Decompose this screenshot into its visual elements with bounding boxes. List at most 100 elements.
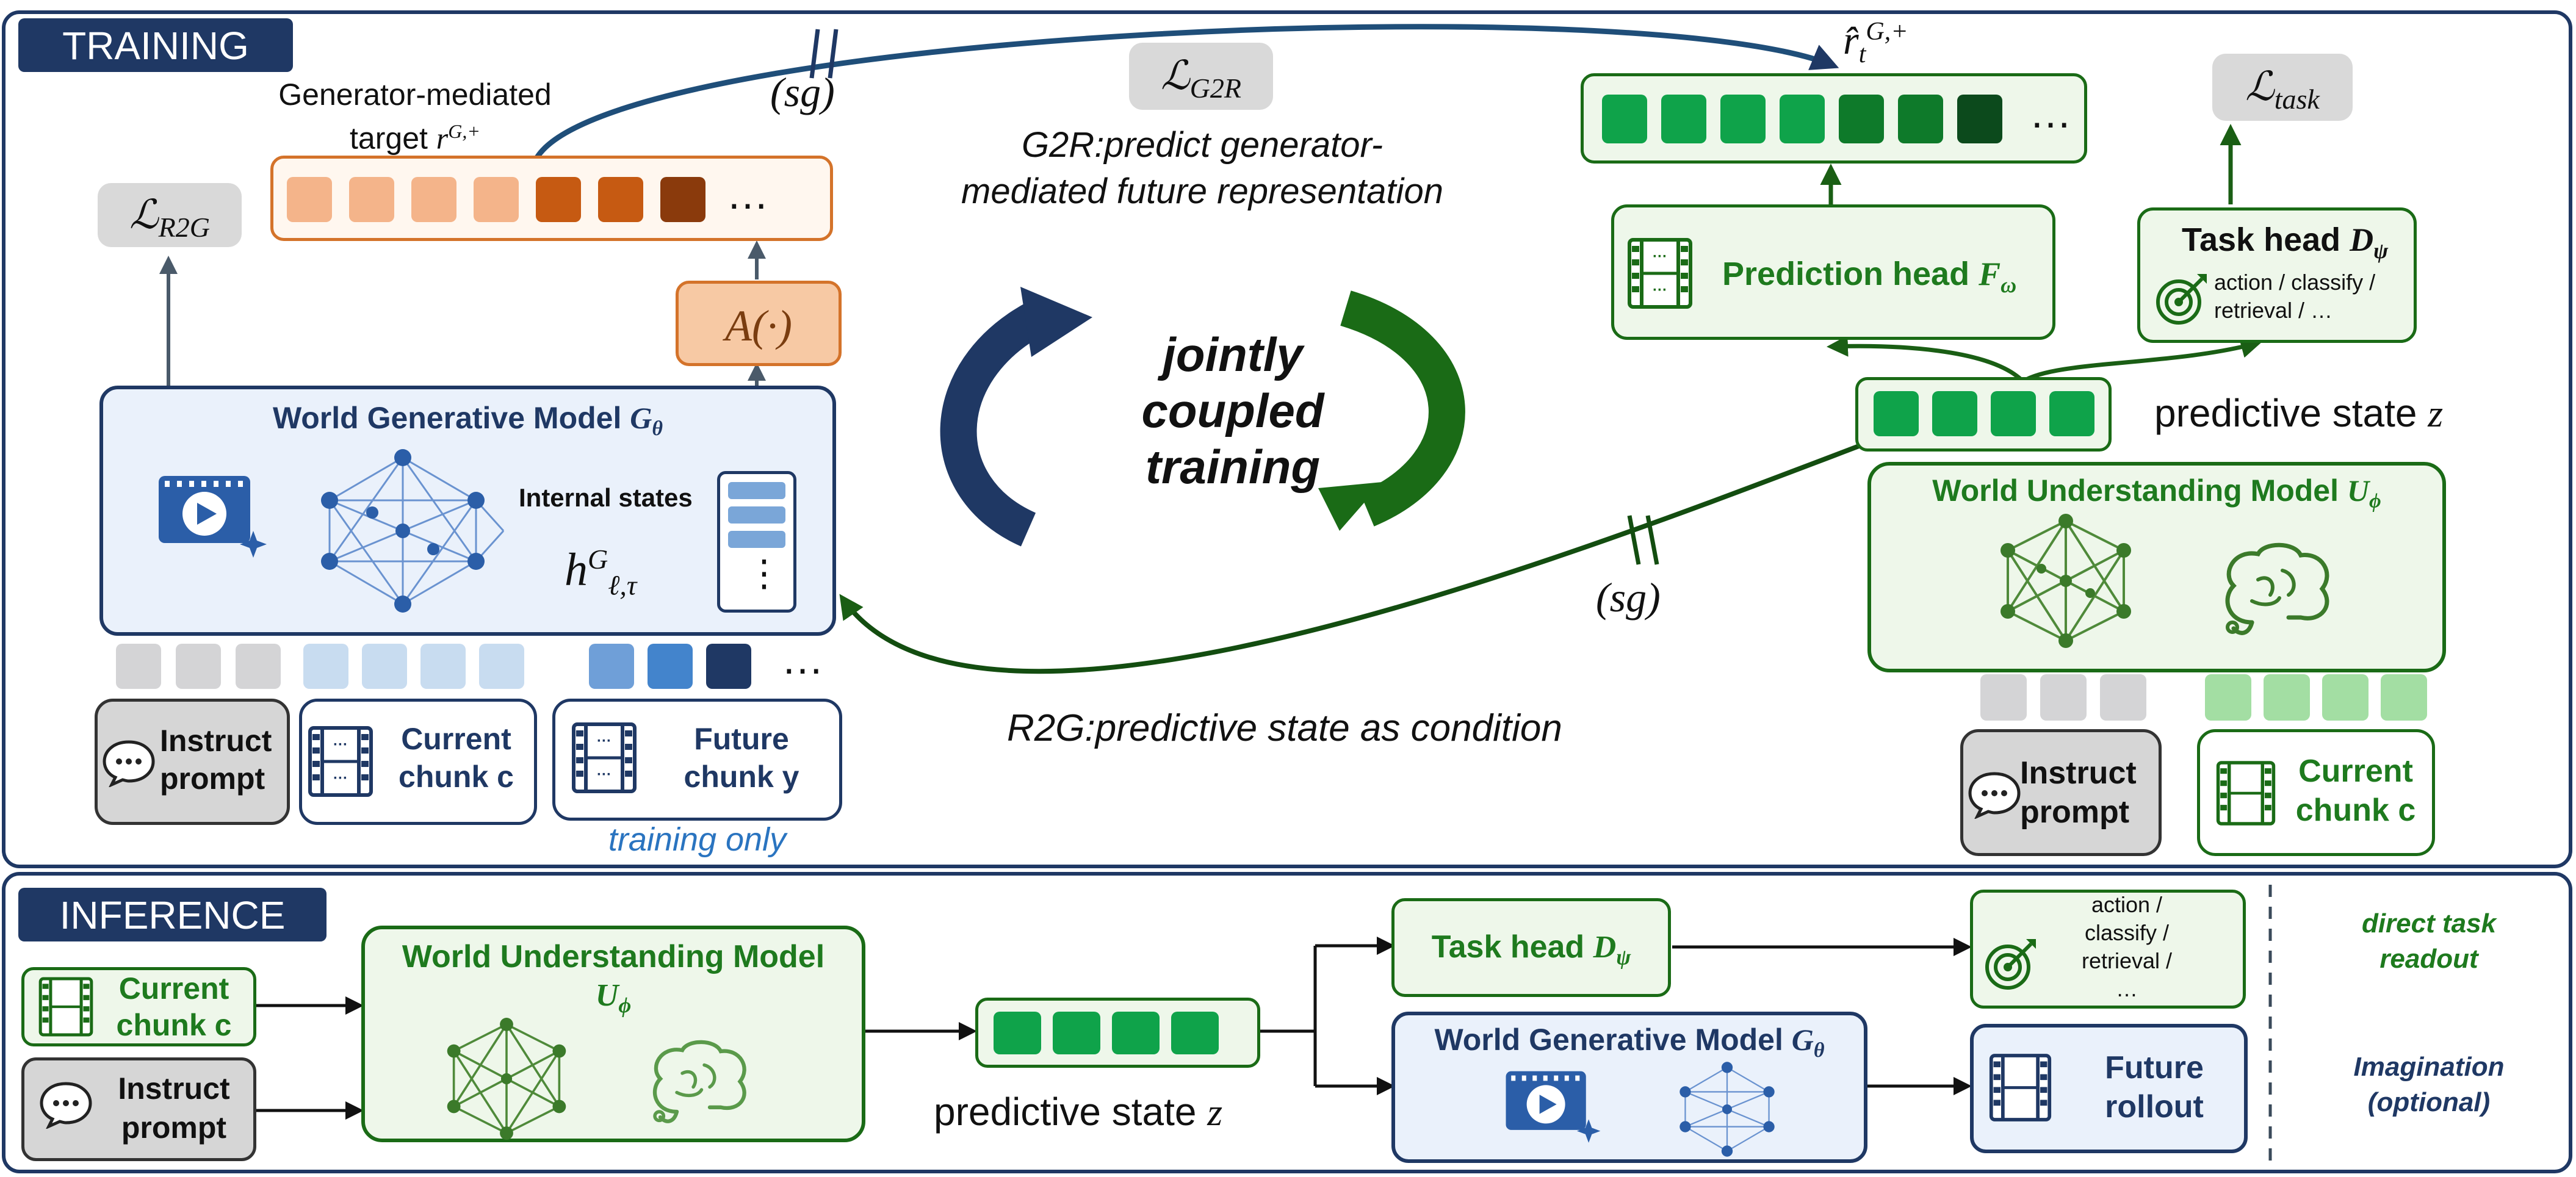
cycle-arrows-icon	[940, 287, 1465, 547]
internal-states-label: Internal states	[519, 483, 693, 512]
token-square	[1780, 95, 1825, 143]
wgm-title: World Generative Model Gθ	[272, 401, 663, 440]
token-square	[1839, 95, 1884, 143]
token-square	[1874, 391, 1919, 436]
g2r-caption: G2R:predict generator-mediated future re…	[961, 125, 1443, 211]
r2g-arrow	[839, 437, 1878, 674]
token-square	[1661, 95, 1706, 143]
predicted-target-label: r̂tG,+	[1843, 18, 1908, 69]
imagination-note: Imagination(optional)	[2353, 1052, 2505, 1117]
token-square	[349, 177, 394, 222]
training-only-note: training only	[608, 821, 787, 858]
token-square	[706, 644, 751, 689]
task-head-label: Task head Dψ	[2182, 221, 2389, 263]
generator-target-label: Generator-mediated target rG,+	[278, 77, 552, 156]
token-square	[1602, 95, 1647, 143]
video-play-icon	[159, 476, 267, 558]
token-square	[287, 177, 332, 222]
token-square	[362, 644, 407, 689]
predicted-target-tokens	[1581, 73, 2087, 164]
vertical-dots: ⋮	[746, 553, 782, 594]
training-tag: TRAINING	[18, 18, 293, 72]
neural-network-icon	[321, 449, 505, 613]
inference-frame	[2, 872, 2572, 1173]
predictive-state-label: predictive state z	[934, 1090, 1223, 1134]
stop-grad-top: (sg)	[770, 69, 835, 115]
g2r-arrow	[535, 24, 1839, 159]
chat-bubble-icon	[103, 740, 155, 787]
predictive-state-label: predictive state z	[2154, 391, 2444, 435]
svg-text:···: ···	[333, 770, 348, 786]
token-square	[2322, 674, 2369, 721]
neural-network-icon	[1679, 1062, 1775, 1157]
token-square	[536, 177, 581, 222]
task-outputs-label: action /classify /retrieval /…	[2081, 892, 2173, 1001]
film-strip-icon: ··· ···	[308, 726, 373, 797]
neural-network-icon	[2001, 514, 2131, 648]
token-square	[589, 644, 634, 689]
instruct-prompt-inference	[21, 1057, 256, 1161]
svg-text:···: ···	[1653, 282, 1667, 298]
neural-network-icon	[447, 1018, 566, 1140]
r2g-caption: R2G:predictive state as condition	[1007, 707, 1562, 749]
wum-title: World Understanding Model Uϕ	[1932, 473, 2381, 513]
token-square	[1720, 95, 1766, 143]
token-square	[1980, 674, 2027, 721]
task-head-label: Task head Dψ	[1431, 929, 1631, 970]
token-square	[176, 644, 221, 689]
film-strip-icon	[2216, 761, 2276, 826]
token-square	[420, 644, 466, 689]
target-icon	[2156, 274, 2207, 325]
task-head-outputs: action / classify /retrieval / …	[2214, 270, 2376, 323]
token-square	[660, 177, 705, 222]
film-strip-icon: ··· ···	[1628, 238, 1692, 309]
token-square	[1112, 1012, 1160, 1054]
target-ellipsis: …	[726, 170, 769, 218]
wum-symbol: Uϕ	[595, 978, 632, 1018]
chat-bubble-icon	[40, 1082, 92, 1129]
svg-text:···: ···	[597, 766, 612, 783]
svg-text:···: ···	[333, 736, 348, 753]
token-square	[2264, 674, 2310, 721]
token-square	[994, 1012, 1041, 1054]
svg-text:···: ···	[597, 733, 612, 749]
token-square	[303, 644, 348, 689]
token-square	[1991, 391, 2036, 436]
world-understanding-model-train	[1867, 462, 2446, 672]
hidden-state-label: hGℓ,τ	[565, 544, 637, 601]
film-strip-icon	[1989, 1054, 2052, 1121]
film-strip-icon: ··· ···	[572, 722, 637, 793]
token-square	[479, 644, 524, 689]
adapter-box: A(·)	[676, 281, 842, 366]
loss-g2r: ℒG2R	[1129, 43, 1273, 110]
inference-label: INFERENCE	[59, 893, 286, 937]
target-icon	[1985, 939, 2036, 990]
video-play-icon	[1506, 1071, 1601, 1143]
training-label: TRAINING	[62, 24, 249, 68]
prediction-head-label: Prediction head Fω	[1722, 256, 2017, 297]
token-square	[2049, 391, 2094, 436]
svg-text:···: ···	[1653, 248, 1667, 265]
token-square	[411, 177, 456, 222]
world-generative-model-inference	[1391, 1012, 1867, 1163]
loss-task: ℒtask	[2212, 54, 2353, 121]
wum-title: World Understanding Model	[402, 939, 825, 974]
token-square	[1898, 95, 1943, 143]
token-square	[2205, 674, 2251, 721]
world-understanding-model-inference	[361, 926, 865, 1142]
token-square	[1053, 1012, 1100, 1054]
token-square	[598, 177, 643, 222]
token-square	[2100, 674, 2146, 721]
brain-icon	[2225, 542, 2329, 635]
token-square	[2040, 674, 2087, 721]
training-frame	[2, 10, 2572, 868]
